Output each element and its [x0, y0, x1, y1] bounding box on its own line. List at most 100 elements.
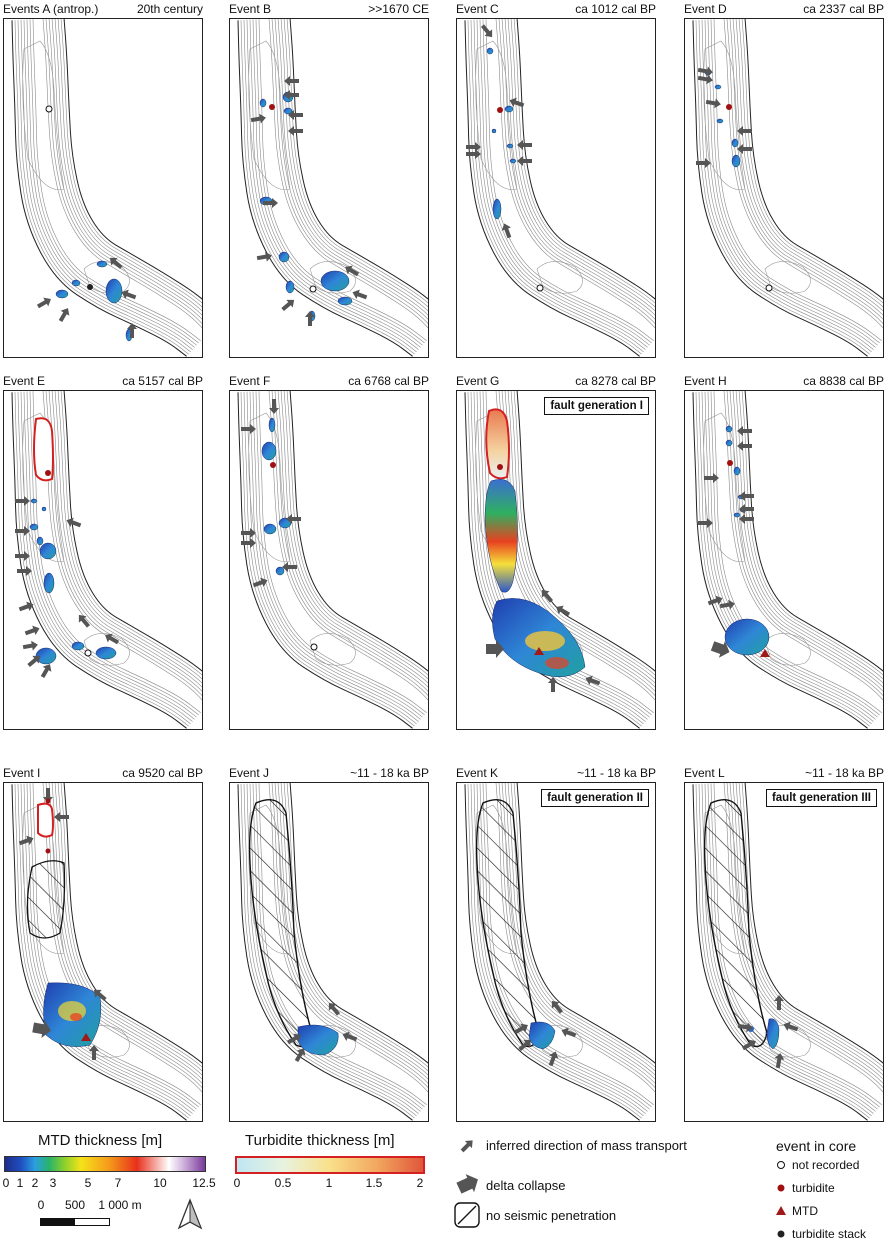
arrow-icon	[252, 577, 268, 588]
arrow-icon	[15, 551, 30, 561]
turbidite-outline	[33, 417, 54, 482]
arrow-icon	[24, 625, 40, 636]
panel-event-age: ca 8278 cal BP	[575, 374, 656, 388]
bathymetry-contours	[11, 19, 202, 357]
arrow-icon	[548, 1051, 559, 1067]
core-item-turbidite-stack: turbidite stack	[792, 1227, 867, 1241]
arrow-icon	[737, 126, 752, 136]
deposit-patch	[105, 278, 123, 304]
hatch-icon	[454, 1202, 480, 1228]
turbidite-outline	[485, 408, 510, 480]
mtd-deposit	[528, 1021, 556, 1050]
panel-event-label: Event H	[684, 374, 727, 388]
deposit-patch	[71, 279, 81, 287]
delta-collapse-icon	[710, 640, 730, 658]
arrow-icon	[43, 788, 53, 803]
deposit-patch	[36, 536, 44, 546]
panel-event-label: Event J	[229, 766, 270, 780]
arrow-icon	[241, 528, 256, 538]
panel-event-label: Event K	[456, 766, 499, 780]
core-turbidite	[45, 848, 51, 854]
arrow-icon	[286, 514, 301, 524]
no-penetration-area	[703, 799, 768, 1048]
panel-event-age: ca 9520 cal BP	[122, 766, 203, 780]
deposit-patch	[731, 138, 739, 148]
panel-event-age: 20th century	[136, 2, 203, 16]
mtd-scale-tick: 0	[2, 1176, 10, 1190]
core-turbidite	[726, 104, 732, 110]
arrow-icon	[305, 311, 315, 326]
arrow-icon	[40, 664, 52, 679]
deposit-patch	[724, 618, 770, 656]
fault-generation-label: fault generation III	[765, 789, 877, 807]
core-not-recorded	[84, 649, 92, 657]
arrow-icon	[352, 289, 368, 300]
arrow-icon	[541, 589, 554, 603]
deposit-patch	[43, 572, 55, 594]
fault-generation-label: fault generation II	[541, 789, 649, 807]
arrow-icon	[328, 1002, 341, 1016]
mtd-deposit	[484, 479, 518, 593]
arrow-icon	[127, 323, 137, 338]
no-penetration-area	[475, 799, 540, 1048]
scale-tick: 500	[64, 1198, 86, 1212]
arrow-icon	[704, 473, 719, 483]
arrow-icon	[269, 399, 279, 414]
core-turbidite	[497, 464, 503, 470]
deposit-patch	[725, 439, 733, 447]
arrow-icon	[551, 1000, 564, 1014]
arrow-icon	[460, 1140, 473, 1153]
deposit-patch	[733, 512, 741, 518]
deposit-patch	[337, 296, 353, 306]
arrow-icon	[774, 1053, 785, 1069]
mtd-legend-title: MTD thickness [m]	[38, 1132, 163, 1149]
arrow-icon	[705, 98, 721, 109]
panel-event-age: ~11 - 18 ka BP	[805, 766, 884, 780]
delta-collapse-label: delta collapse	[486, 1178, 566, 1193]
arrow-icon	[36, 297, 51, 309]
deposit-patch	[41, 506, 47, 512]
deposit-patch	[278, 251, 290, 263]
arrow-icon	[698, 518, 713, 528]
fault-generation-label: fault generation I	[544, 397, 649, 415]
turbidite-outline	[37, 802, 54, 838]
deposit-patch	[491, 128, 497, 134]
arrow-icon	[345, 265, 360, 277]
deposit-patch	[283, 107, 293, 115]
deposit-patch	[30, 498, 38, 504]
core-not-recorded	[765, 284, 773, 292]
deposit-patch	[261, 441, 277, 461]
deposit-patch	[95, 646, 117, 660]
arrow-icon	[286, 1033, 301, 1045]
core-not-recorded	[45, 105, 53, 113]
panel-event-age: ~11 - 18 ka BP	[350, 766, 429, 780]
arrow-icon	[27, 655, 41, 668]
event-map-panel	[456, 18, 656, 358]
panel-event-age: ca 5157 cal BP	[122, 374, 203, 388]
arrow-icon	[466, 142, 481, 152]
mtd-scale-tick: 5	[84, 1176, 92, 1190]
scale-tick: 1 000 m	[98, 1198, 142, 1212]
deposit-patch	[285, 280, 295, 294]
core-turbidite	[727, 460, 733, 466]
core-item-mtd: MTD	[792, 1204, 818, 1218]
arrow-icon	[58, 308, 70, 323]
turbidite-scale-tick: 0	[233, 1176, 241, 1190]
event-map-panel	[684, 390, 884, 730]
arrow-icon	[66, 517, 82, 528]
mtd-deposit	[766, 1018, 780, 1050]
arrow-icon	[250, 113, 266, 124]
turbidite-scale-tick: 1.5	[365, 1176, 383, 1190]
event-map-panel	[3, 782, 203, 1122]
arrow-icon	[263, 198, 278, 208]
arrow-icon	[109, 257, 123, 270]
arrow-icon	[585, 675, 601, 686]
event-map-panel	[684, 18, 884, 358]
arrow-icon	[18, 835, 34, 846]
mtd-scale-tick: 12.5	[192, 1176, 216, 1190]
arrow-icon	[501, 223, 512, 239]
delta-collapse-icon	[32, 1020, 51, 1039]
core-not-recorded	[310, 643, 318, 651]
mtd-scale-tick: 7	[114, 1176, 122, 1190]
arrow-icon	[466, 149, 481, 159]
